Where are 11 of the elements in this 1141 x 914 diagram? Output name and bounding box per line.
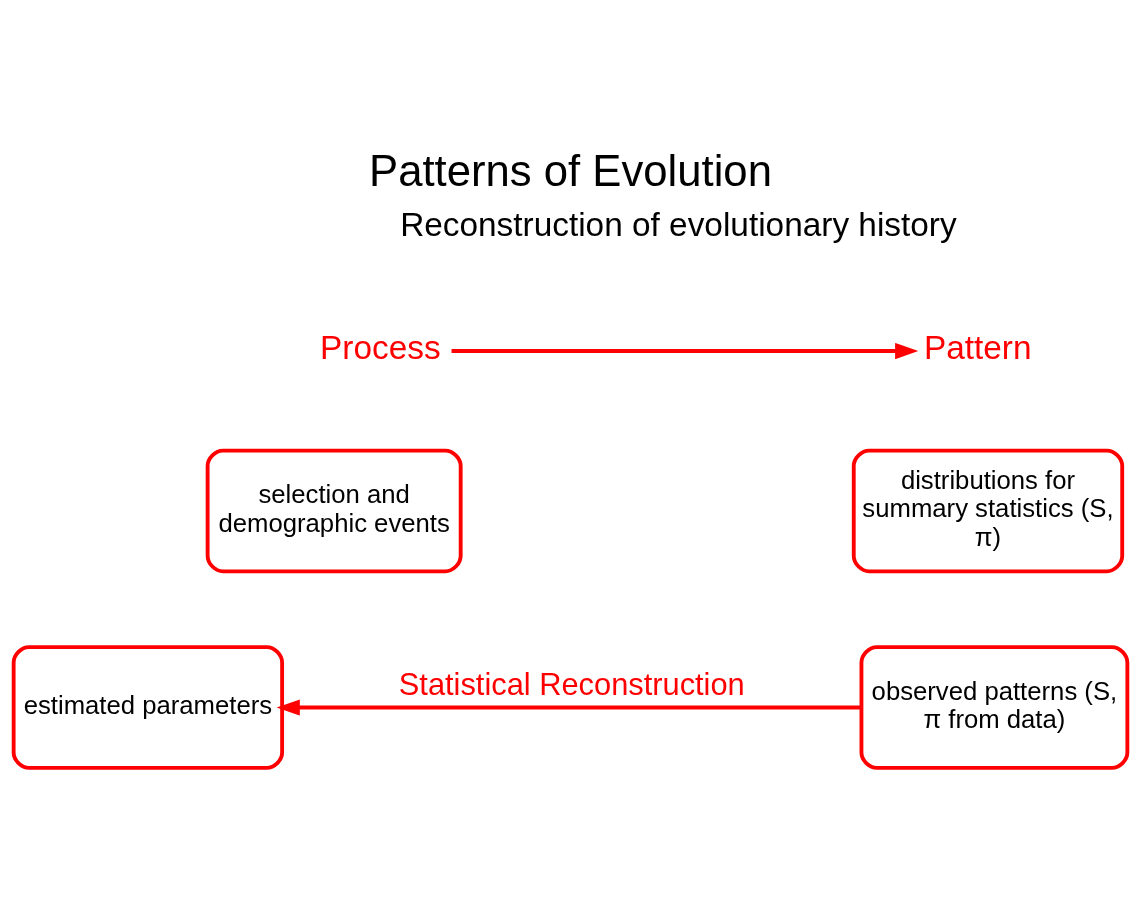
node-box: distributions for summary statistics (S, π) [851,448,1125,574]
node-text: Pattern [923,329,1032,367]
node-text: Process [320,329,441,367]
node-box: estimated parameters [11,645,285,770]
diagram-title: Patterns of Evolution [369,146,772,196]
node-box: selection and demographic events [205,448,463,574]
edge-label: Statistical Reconstruction [398,666,745,702]
node-box: observed patterns (S, π from data) [859,645,1130,770]
arrow [276,699,862,716]
arrow [451,342,919,360]
label: Reconstruction of evolutionary history [400,205,957,243]
